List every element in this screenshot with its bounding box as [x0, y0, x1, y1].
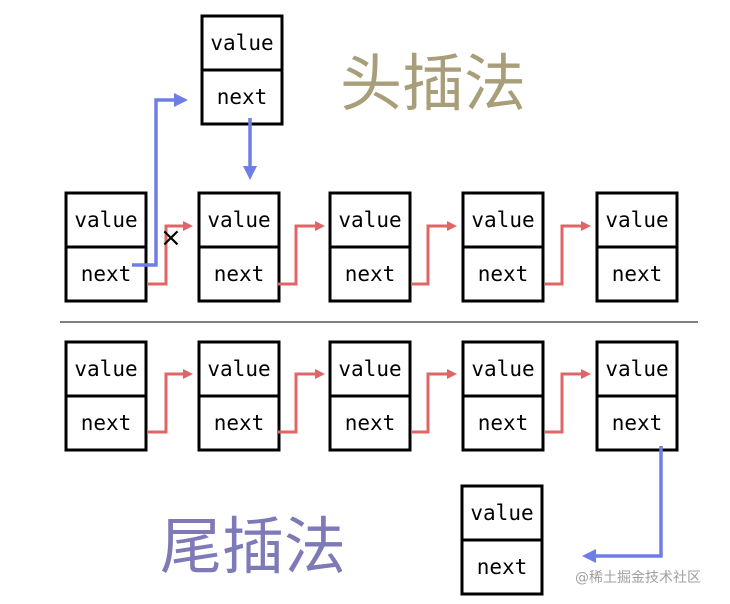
tail-list-node: value next	[328, 340, 412, 452]
next-cell	[328, 394, 412, 452]
value-label: value	[207, 208, 270, 232]
value-label: value	[210, 31, 273, 55]
tail-list-node: value next	[197, 340, 281, 452]
tail-link-4	[545, 369, 591, 434]
next-cell	[595, 245, 679, 303]
head-old-to-new-link	[132, 93, 188, 267]
next-cell	[460, 538, 544, 596]
next-label: next	[214, 262, 265, 286]
next-cell	[64, 245, 148, 303]
watermark: @稀土掘金技术社区	[575, 570, 701, 586]
value-cell	[200, 14, 284, 72]
next-label: next	[81, 411, 132, 435]
value-label: value	[471, 357, 534, 381]
value-label: value	[207, 357, 270, 381]
head-link-2	[278, 221, 325, 286]
head-link-3	[411, 221, 457, 286]
head-link-4	[545, 221, 591, 286]
value-cell	[64, 340, 148, 398]
value-cell	[197, 340, 281, 398]
tail-link-1	[147, 369, 193, 434]
tail-link-2	[278, 369, 325, 434]
tail-link-3	[411, 369, 457, 434]
next-cell	[197, 245, 281, 303]
next-cell	[200, 68, 284, 126]
value-label: value	[470, 501, 533, 525]
cut-mark-icon: ×	[160, 223, 182, 253]
value-label: value	[338, 357, 401, 381]
value-cell	[328, 340, 412, 398]
next-cell	[197, 394, 281, 452]
tail-list-node: value next	[64, 340, 148, 452]
next-label: next	[81, 262, 132, 286]
next-cell	[595, 394, 679, 452]
value-label: value	[338, 208, 401, 232]
tail-new-node: value next	[460, 484, 544, 596]
value-label: value	[471, 208, 534, 232]
value-cell	[461, 191, 545, 249]
next-label: next	[214, 411, 265, 435]
next-label: next	[612, 262, 663, 286]
value-cell	[197, 191, 281, 249]
tail-list-node: value next	[595, 340, 679, 452]
next-label: next	[345, 411, 396, 435]
next-cell	[328, 245, 412, 303]
next-label: next	[477, 555, 528, 579]
next-label: next	[612, 411, 663, 435]
value-label: value	[605, 357, 668, 381]
next-cell	[64, 394, 148, 452]
next-label: next	[345, 262, 396, 286]
next-label: next	[478, 262, 529, 286]
head-link-1	[147, 221, 193, 286]
next-cell	[461, 245, 545, 303]
tail-insert-title: 尾插法	[160, 510, 346, 583]
value-label: value	[605, 208, 668, 232]
head-list-node: value next	[461, 191, 545, 303]
nodes-layer: valuenextvaluenextvaluenextvaluenextvalu…	[64, 14, 679, 596]
head-list-node: value next	[64, 191, 148, 303]
next-label: next	[478, 411, 529, 435]
next-cell	[461, 394, 545, 452]
value-cell	[328, 191, 412, 249]
tail-last-to-new-link	[582, 446, 663, 563]
value-cell	[460, 484, 544, 542]
head-list-node: value next	[328, 191, 412, 303]
next-label: next	[217, 85, 268, 109]
head-list-node: value next	[595, 191, 679, 303]
value-label: value	[74, 208, 137, 232]
tail-list-node: value next	[461, 340, 545, 452]
head-list-node: value next	[197, 191, 281, 303]
value-label: value	[74, 357, 137, 381]
head-insert-title: 头插法	[340, 47, 526, 120]
head-new-node: value next	[200, 14, 284, 126]
links-layer	[132, 93, 663, 563]
